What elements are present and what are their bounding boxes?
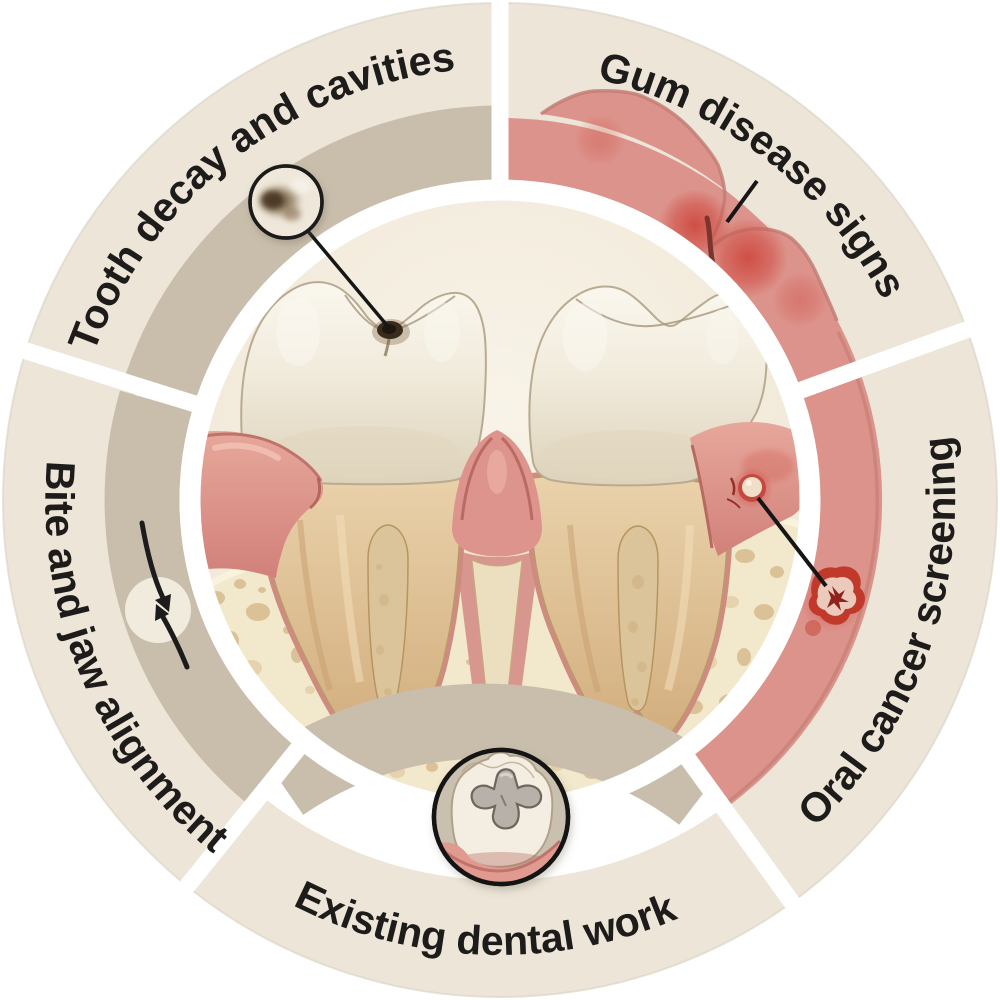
right-root-furcation bbox=[617, 525, 659, 712]
cavity-pointer-line bbox=[305, 228, 392, 331]
center-illustration bbox=[200, 200, 800, 800]
lower-bite-arrow-icon bbox=[160, 614, 190, 670]
cavity-magnifier bbox=[248, 164, 392, 331]
cavity-spot bbox=[372, 319, 410, 357]
oral-cancer-pointer-line bbox=[756, 496, 828, 588]
left-gum bbox=[200, 431, 324, 578]
left-root-furcation bbox=[367, 524, 409, 710]
gum-disease-pointer-line bbox=[725, 179, 759, 224]
upper-bite-arrow-icon bbox=[139, 520, 166, 601]
gum-pustule bbox=[726, 467, 773, 509]
amalgam-filling bbox=[470, 768, 543, 830]
inflamed-gum-humps bbox=[541, 90, 838, 330]
segment-dividers bbox=[0, 0, 1000, 937]
filling-magnifier bbox=[431, 747, 571, 887]
gums bbox=[200, 422, 800, 578]
bite-arrows bbox=[125, 520, 191, 670]
